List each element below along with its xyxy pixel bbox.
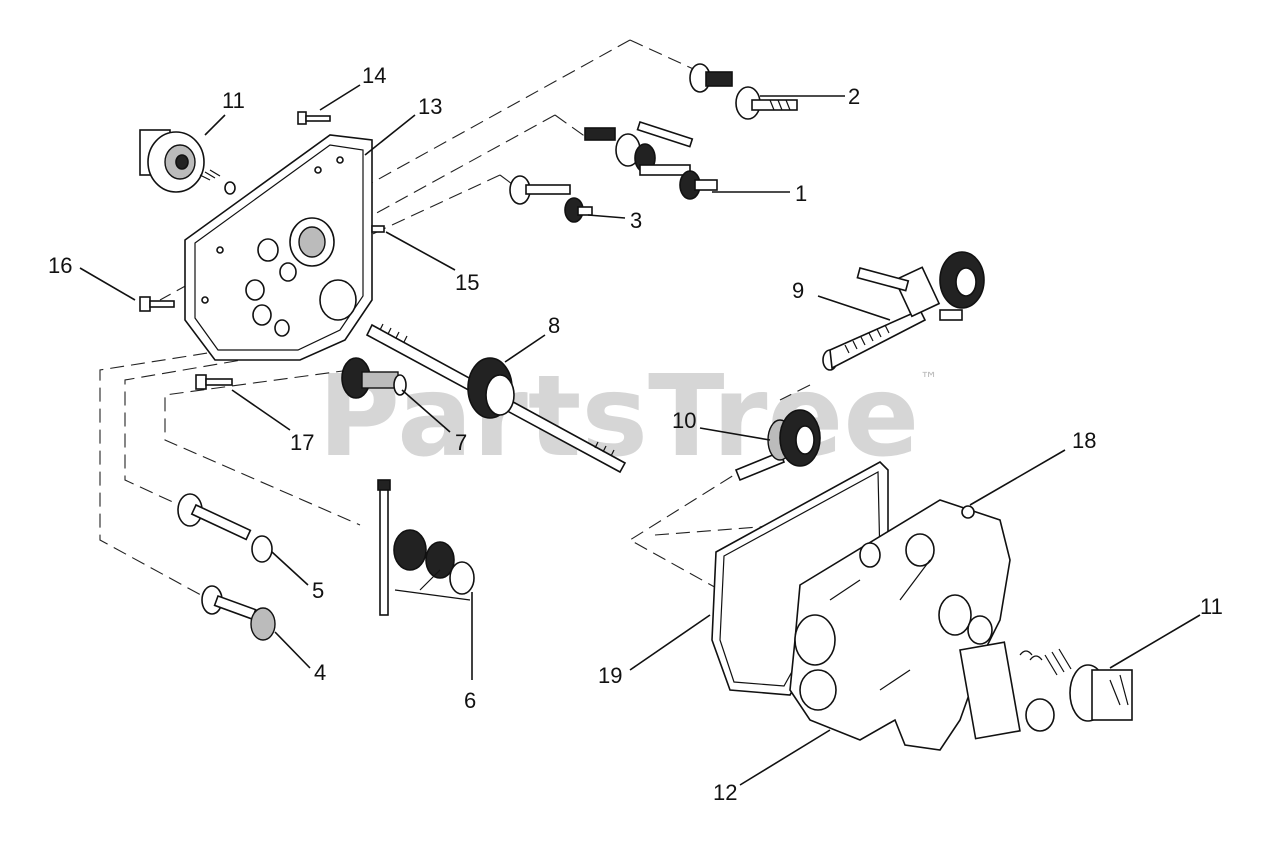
leader-lines (79, 84, 1201, 786)
callout-11-right: 11 (1200, 594, 1223, 619)
part-2-shaft (689, 63, 798, 120)
part-16-bolt (139, 296, 175, 312)
part-1-shaft-assembly (584, 120, 718, 200)
part-7-gear (341, 357, 407, 399)
callout-17: 17 (290, 430, 314, 455)
callout-7: 7 (455, 430, 467, 455)
callout-14: 14 (362, 63, 386, 88)
part-9-worm-shaft (822, 251, 985, 371)
callout-9: 9 (792, 278, 804, 303)
part-13-housing-cover (184, 134, 373, 361)
part-10-gear-shaft (734, 409, 821, 482)
callout-8: 8 (548, 313, 560, 338)
callout-10: 10 (672, 408, 696, 433)
part-15-pin (371, 225, 385, 233)
part-4-shaft (201, 585, 276, 641)
callout-18: 18 (1072, 428, 1096, 453)
part-3-shaft (509, 175, 593, 223)
callout-2: 2 (848, 84, 860, 109)
callout-6: 6 (464, 688, 476, 713)
part-11-left-seal (139, 129, 236, 195)
part-6-shift-assembly (377, 479, 475, 616)
callout-3: 3 (630, 208, 642, 233)
part-11-right-seal (1019, 648, 1133, 722)
callout-16: 16 (48, 253, 72, 278)
callout-labels: 2 1 3 4 5 6 7 8 9 10 11 11 12 13 14 15 1… (48, 63, 1223, 805)
callout-12: 12 (713, 780, 737, 805)
part-17-bolt (195, 374, 233, 390)
callout-15: 15 (455, 270, 479, 295)
callout-1: 1 (795, 181, 807, 206)
watermark-trademark: ™ (920, 369, 938, 390)
part-5-shaft (177, 493, 273, 563)
callout-19: 19 (598, 663, 622, 688)
part-14-bolt (297, 111, 331, 125)
callout-13: 13 (418, 94, 442, 119)
callout-5: 5 (312, 578, 324, 603)
part-8-long-shaft (365, 323, 627, 474)
callout-11-left: 11 (222, 88, 245, 113)
part-12-transaxle-case (789, 499, 1055, 751)
callout-4: 4 (314, 660, 326, 685)
